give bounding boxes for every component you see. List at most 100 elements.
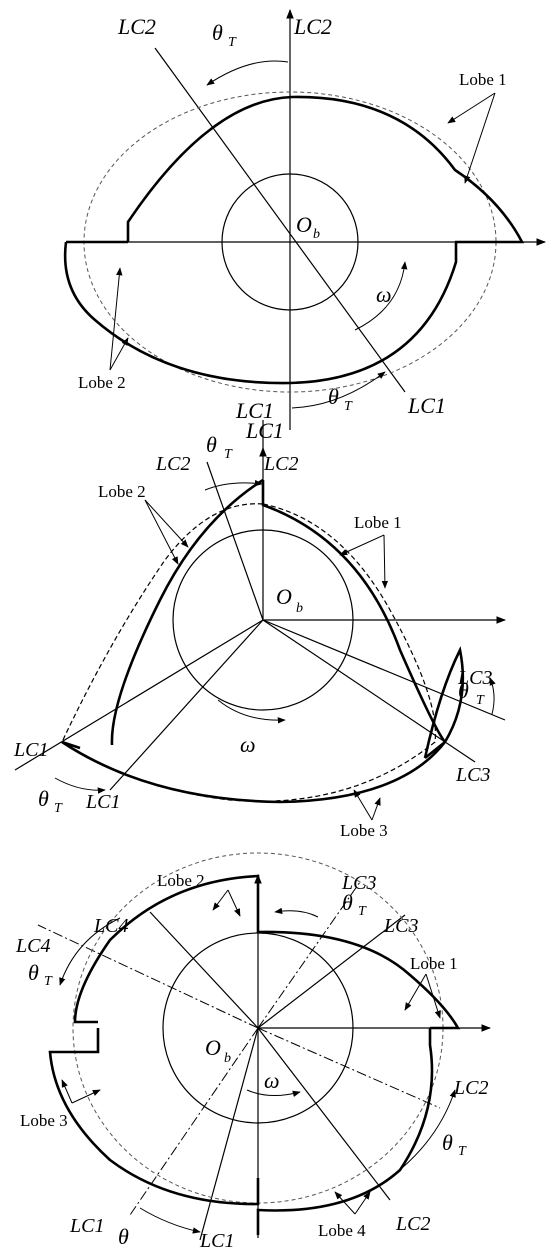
lobe-1-pointer-b xyxy=(381,534,389,589)
lobe-2-profile xyxy=(73,874,260,1024)
figure-four-lobe: LC4 LC4 LC3 LC3 LC2 LC2 LC1 LC1 θ T θ T … xyxy=(15,852,491,1247)
theta-arc-bottom xyxy=(291,371,386,409)
label-omega: ω xyxy=(264,1068,280,1093)
theta-arc-left xyxy=(59,917,121,986)
lobe-4-pointer-b xyxy=(354,1191,371,1215)
journal-circle xyxy=(172,529,354,711)
lc4-left-line xyxy=(37,924,259,1029)
label-theta-left: θ xyxy=(28,960,39,985)
lobe-1-profile xyxy=(126,95,525,244)
lc2-bottom-line xyxy=(257,1027,391,1201)
lobe-4-profile xyxy=(256,1028,434,1235)
lobe-2-pointer-b xyxy=(144,499,179,565)
lobe-1-pointer-a xyxy=(404,973,427,1011)
label-lobe-2: Lobe 2 xyxy=(78,373,126,392)
label-lc4-left: LC4 xyxy=(15,935,50,957)
label-theta-top-sub: T xyxy=(224,447,233,462)
lc2-line xyxy=(257,1027,441,1109)
omega-arrow xyxy=(246,1089,301,1097)
label-lc1-bottom: LC1 xyxy=(245,418,284,443)
lobe-2-pointer-b xyxy=(227,889,241,917)
lobe-2-pointer-a xyxy=(109,267,123,371)
label-omega: ω xyxy=(240,732,256,757)
theta-arc-left xyxy=(54,777,106,794)
label-lc2-bottom: LC2 xyxy=(395,1213,430,1235)
label-lc1-lower: LC1 xyxy=(85,791,120,813)
label-theta-left: θ xyxy=(38,786,49,811)
label-origin-sub: b xyxy=(296,601,303,616)
label-theta-right-sub: T xyxy=(476,693,485,708)
label-theta-top: θ xyxy=(212,20,223,45)
label-theta-top-sub: T xyxy=(228,35,237,50)
label-lobe-2: Lobe 2 xyxy=(157,871,205,890)
journal-circle xyxy=(221,173,359,311)
lobe-1-pointer-b xyxy=(425,973,441,1019)
lobe-1-pointer-b xyxy=(464,92,496,184)
lobe-3-pointer-a xyxy=(353,789,373,821)
label-origin-sub: b xyxy=(313,227,320,242)
label-lobe-4: Lobe 4 xyxy=(318,1221,366,1240)
theta-arc-bottom xyxy=(139,1207,201,1234)
label-lc2-right: LC2 xyxy=(453,1077,488,1099)
label-lc3-upper: LC3 xyxy=(457,667,492,689)
label-lc3-top: LC3 xyxy=(341,872,376,894)
lobe-1-pointer-a xyxy=(447,92,496,124)
label-theta-left-sub: T xyxy=(44,974,53,989)
theta-arc-right xyxy=(401,1089,456,1169)
figure-two-lobe: LC2 LC2 θ T θ T LC1 LC1 O b ω Lobe 1 Lob… xyxy=(63,9,546,443)
label-lc1-bottom: LC1 xyxy=(199,1230,234,1247)
label-lc1-top: LC1 xyxy=(235,398,274,423)
lobe-2-pointer-a xyxy=(144,499,189,548)
lc1-left-line xyxy=(14,619,264,771)
label-omega: ω xyxy=(376,282,392,307)
label-origin: O xyxy=(205,1035,221,1060)
lobe-2-pointer-a xyxy=(212,889,229,911)
lc3-top-line xyxy=(257,881,361,1029)
label-lobe-2: Lobe 2 xyxy=(98,482,146,501)
lobe-2-pointer-b xyxy=(109,337,129,371)
label-lc3-lower: LC3 xyxy=(455,764,490,786)
lobe-3-pointer-b xyxy=(71,1089,101,1104)
label-theta-right: θ xyxy=(442,1130,453,1155)
label-theta-bottom-sub: T xyxy=(344,399,353,414)
theta-arc-top xyxy=(204,479,263,491)
label-origin: O xyxy=(296,212,312,237)
lobe-2-profile xyxy=(110,478,264,746)
omega-arrow xyxy=(217,699,286,724)
lc2-line xyxy=(206,461,264,621)
label-lc2-left: LC2 xyxy=(155,453,190,475)
theta-arc-right xyxy=(489,677,496,715)
lobe-3-profile xyxy=(61,646,465,804)
label-lobe-3: Lobe 3 xyxy=(340,821,388,840)
label-lc3-right: LC3 xyxy=(383,915,418,937)
lobe-3-pointer-b xyxy=(371,797,381,821)
lc4-top-line xyxy=(149,911,259,1029)
theta-arc-top xyxy=(206,60,289,86)
label-origin-sub: b xyxy=(224,1051,231,1066)
lc3-right-line xyxy=(257,914,406,1029)
label-theta-left-sub: T xyxy=(54,801,63,816)
lobe-3-step xyxy=(61,740,81,750)
label-theta-bottom: θ xyxy=(118,1224,129,1247)
label-lc4-top: LC4 xyxy=(93,915,128,937)
lobe-3-pointer-a xyxy=(61,1079,73,1104)
label-lc1-left: LC1 xyxy=(69,1215,104,1237)
label-origin: O xyxy=(276,584,292,609)
lobe-1-pointer-a xyxy=(339,534,385,556)
lc3-lower-line xyxy=(262,619,476,763)
label-lobe-1: Lobe 1 xyxy=(410,954,458,973)
label-lobe-3: Lobe 3 xyxy=(20,1111,68,1130)
label-theta-right-sub: T xyxy=(458,1144,467,1159)
label-theta-top-sub: T xyxy=(358,904,367,919)
label-theta-top: θ xyxy=(342,890,353,915)
label-lc2-top: LC2 xyxy=(263,453,298,475)
label-lc2-left: LC2 xyxy=(117,14,156,39)
lobe-3-profile xyxy=(48,1028,260,1206)
lc3-upper-line xyxy=(262,619,506,721)
label-theta-bottom: θ xyxy=(328,384,339,409)
label-lc1-left: LC1 xyxy=(13,739,48,761)
lc1-lower-line xyxy=(109,619,264,791)
lc-tilted-line xyxy=(154,47,406,393)
